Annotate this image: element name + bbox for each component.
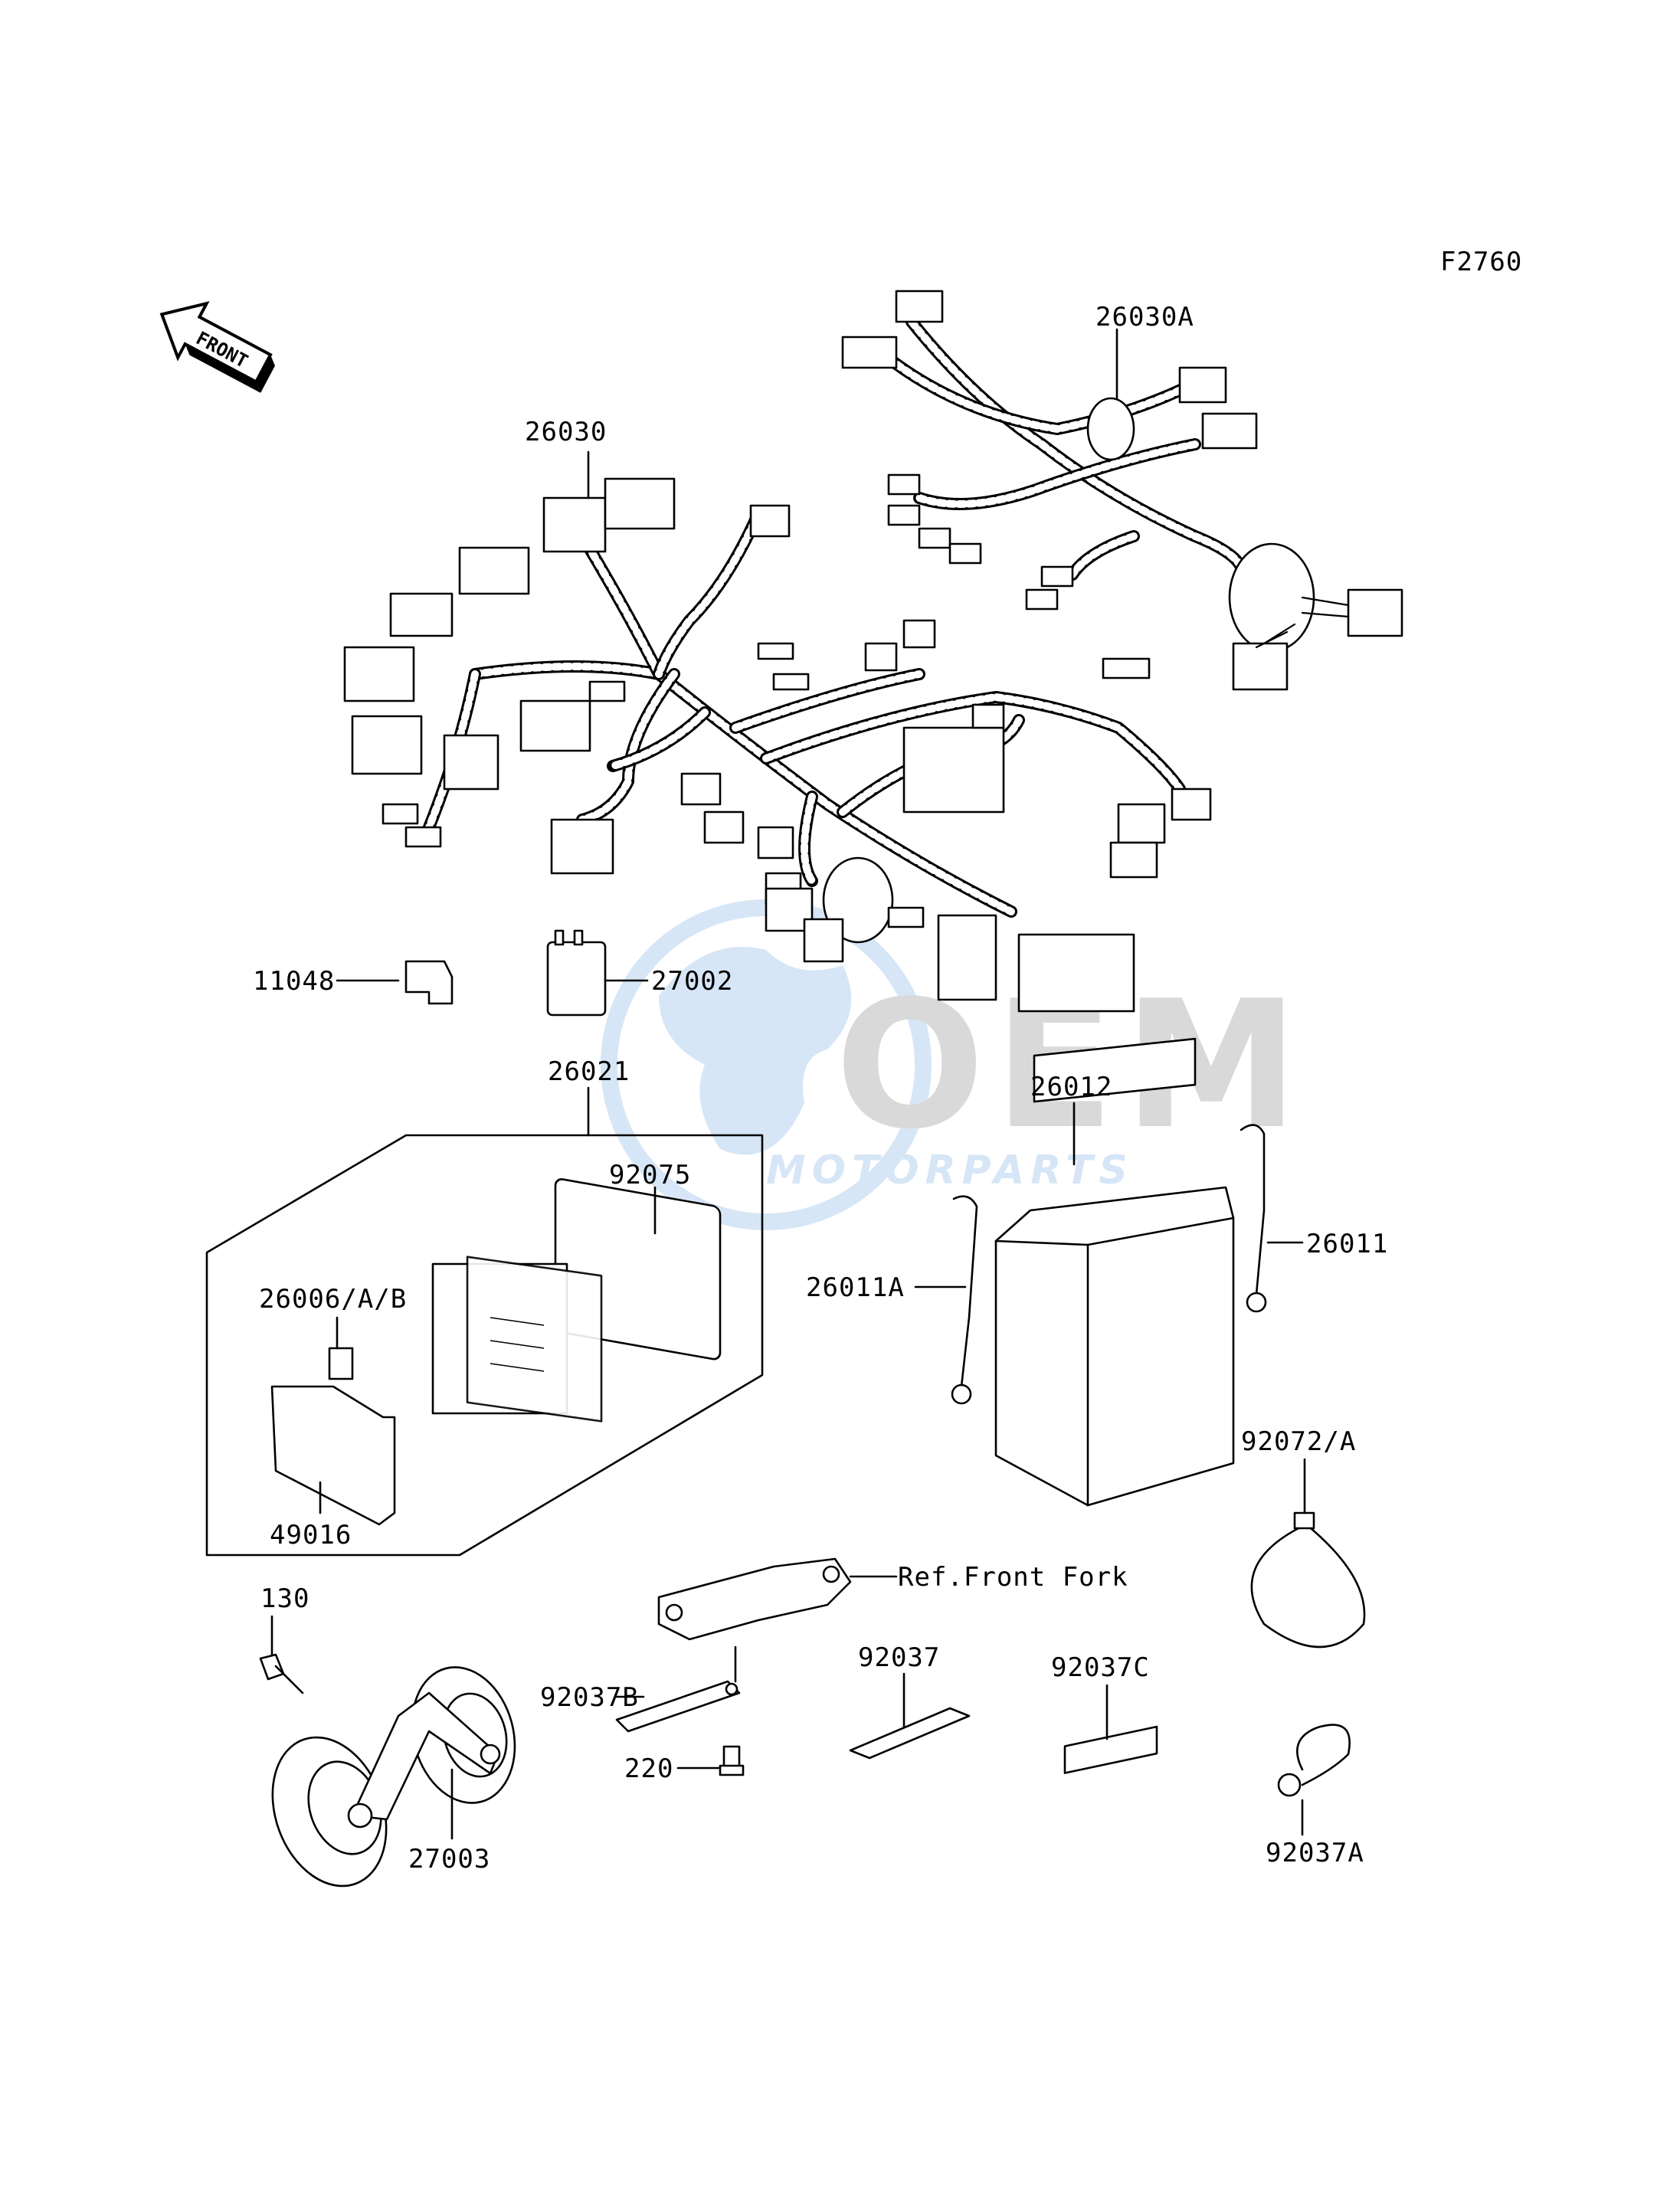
- watermark-subtitle: MOTORPARTS: [766, 1148, 1134, 1193]
- front-arrow-icon: FRONT: [159, 301, 275, 393]
- sub-wiring-harness: [841, 290, 1403, 691]
- relay-27002: [546, 929, 649, 1017]
- label-27003: 27003: [408, 1844, 490, 1874]
- label-26012: 26012: [1030, 1072, 1112, 1102]
- bracket: [657, 1557, 898, 1641]
- label-26030: 26030: [525, 417, 607, 447]
- watermark: OEM MOTORPARTS: [601, 899, 1299, 1230]
- label-92037B: 92037B: [540, 1682, 639, 1713]
- label-220: 220: [624, 1753, 673, 1784]
- bolt-220: [676, 1745, 745, 1776]
- label-ref-front-fork: Ref.Front Fork: [898, 1562, 1128, 1593]
- clamp-92037C: [1063, 1684, 1158, 1774]
- label-92075: 92075: [609, 1160, 691, 1190]
- label-49016: 49016: [270, 1520, 352, 1550]
- strap-92072: [1250, 1458, 1366, 1649]
- battery-26012: [994, 1037, 1235, 1507]
- label-26030A: 26030A: [1095, 302, 1194, 332]
- label-26006: 26006/A/B: [259, 1284, 407, 1315]
- label-92037C: 92037C: [1051, 1652, 1150, 1683]
- diagram-code: F2760: [1440, 247, 1522, 277]
- label-11048: 11048: [253, 966, 335, 997]
- clamp-92037: [849, 1672, 971, 1760]
- clamp-92037B: [615, 1645, 741, 1733]
- label-27002: 27002: [651, 966, 733, 997]
- battery-cable-26011A: [914, 1195, 978, 1405]
- battery-cable-26011: [1240, 1124, 1304, 1313]
- label-26021: 26021: [548, 1056, 630, 1087]
- bolt-130: [259, 1615, 304, 1694]
- junction-box-group: [205, 1086, 764, 1557]
- label-92037A: 92037A: [1266, 1838, 1364, 1868]
- label-92072: 92072/A: [1241, 1426, 1356, 1457]
- label-26011A: 26011A: [806, 1272, 905, 1303]
- clip-11048: [336, 960, 454, 1005]
- horn-27003: [271, 1666, 516, 1888]
- main-wiring-harness: [343, 450, 1212, 1013]
- label-92037: 92037: [858, 1642, 940, 1673]
- clamp-92037A: [1277, 1724, 1351, 1836]
- label-130: 130: [260, 1583, 309, 1614]
- label-26011: 26011: [1306, 1229, 1388, 1259]
